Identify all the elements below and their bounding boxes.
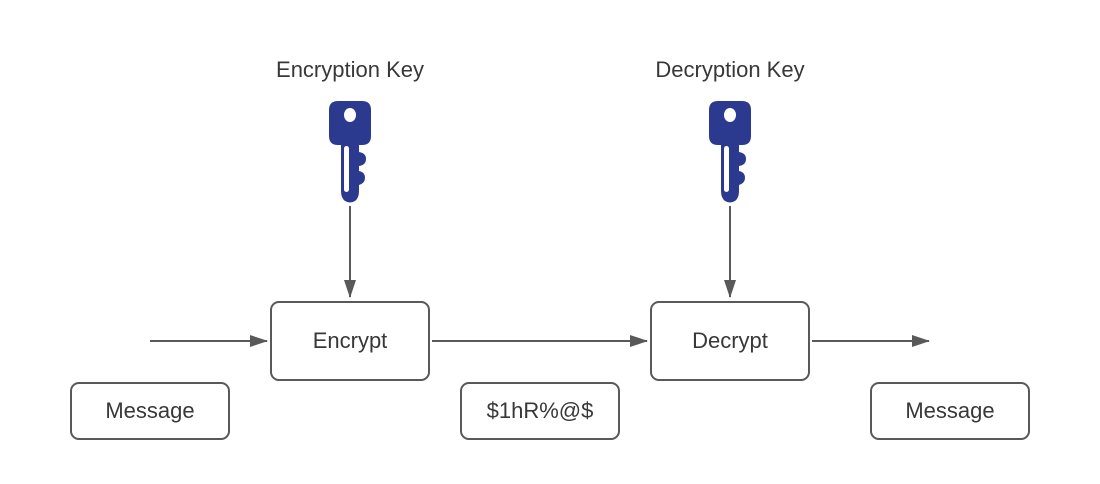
decrypt-box: Decrypt — [650, 301, 810, 381]
decryption-key-label: Decryption Key — [655, 57, 805, 82]
key-slot — [724, 146, 729, 192]
message-output-label: Message — [905, 398, 995, 423]
key-slot — [344, 146, 349, 192]
encryption-key-icon — [329, 101, 371, 203]
key-hole — [344, 108, 356, 122]
ciphertext-box: $1hR%@$ — [460, 382, 620, 440]
message-input-label: Message — [105, 398, 195, 423]
ciphertext-label: $1hR%@$ — [486, 398, 594, 423]
decrypt-box-label: Decrypt — [692, 328, 768, 353]
message-output-box: Message — [870, 382, 1030, 440]
message-input-box: Message — [70, 382, 230, 440]
encryption-key-label: Encryption Key — [276, 57, 424, 82]
encrypt-box-label: Encrypt — [312, 328, 388, 353]
encrypt-box: Encrypt — [270, 301, 430, 381]
decryption-key-icon — [709, 101, 751, 203]
key-hole — [724, 108, 736, 122]
